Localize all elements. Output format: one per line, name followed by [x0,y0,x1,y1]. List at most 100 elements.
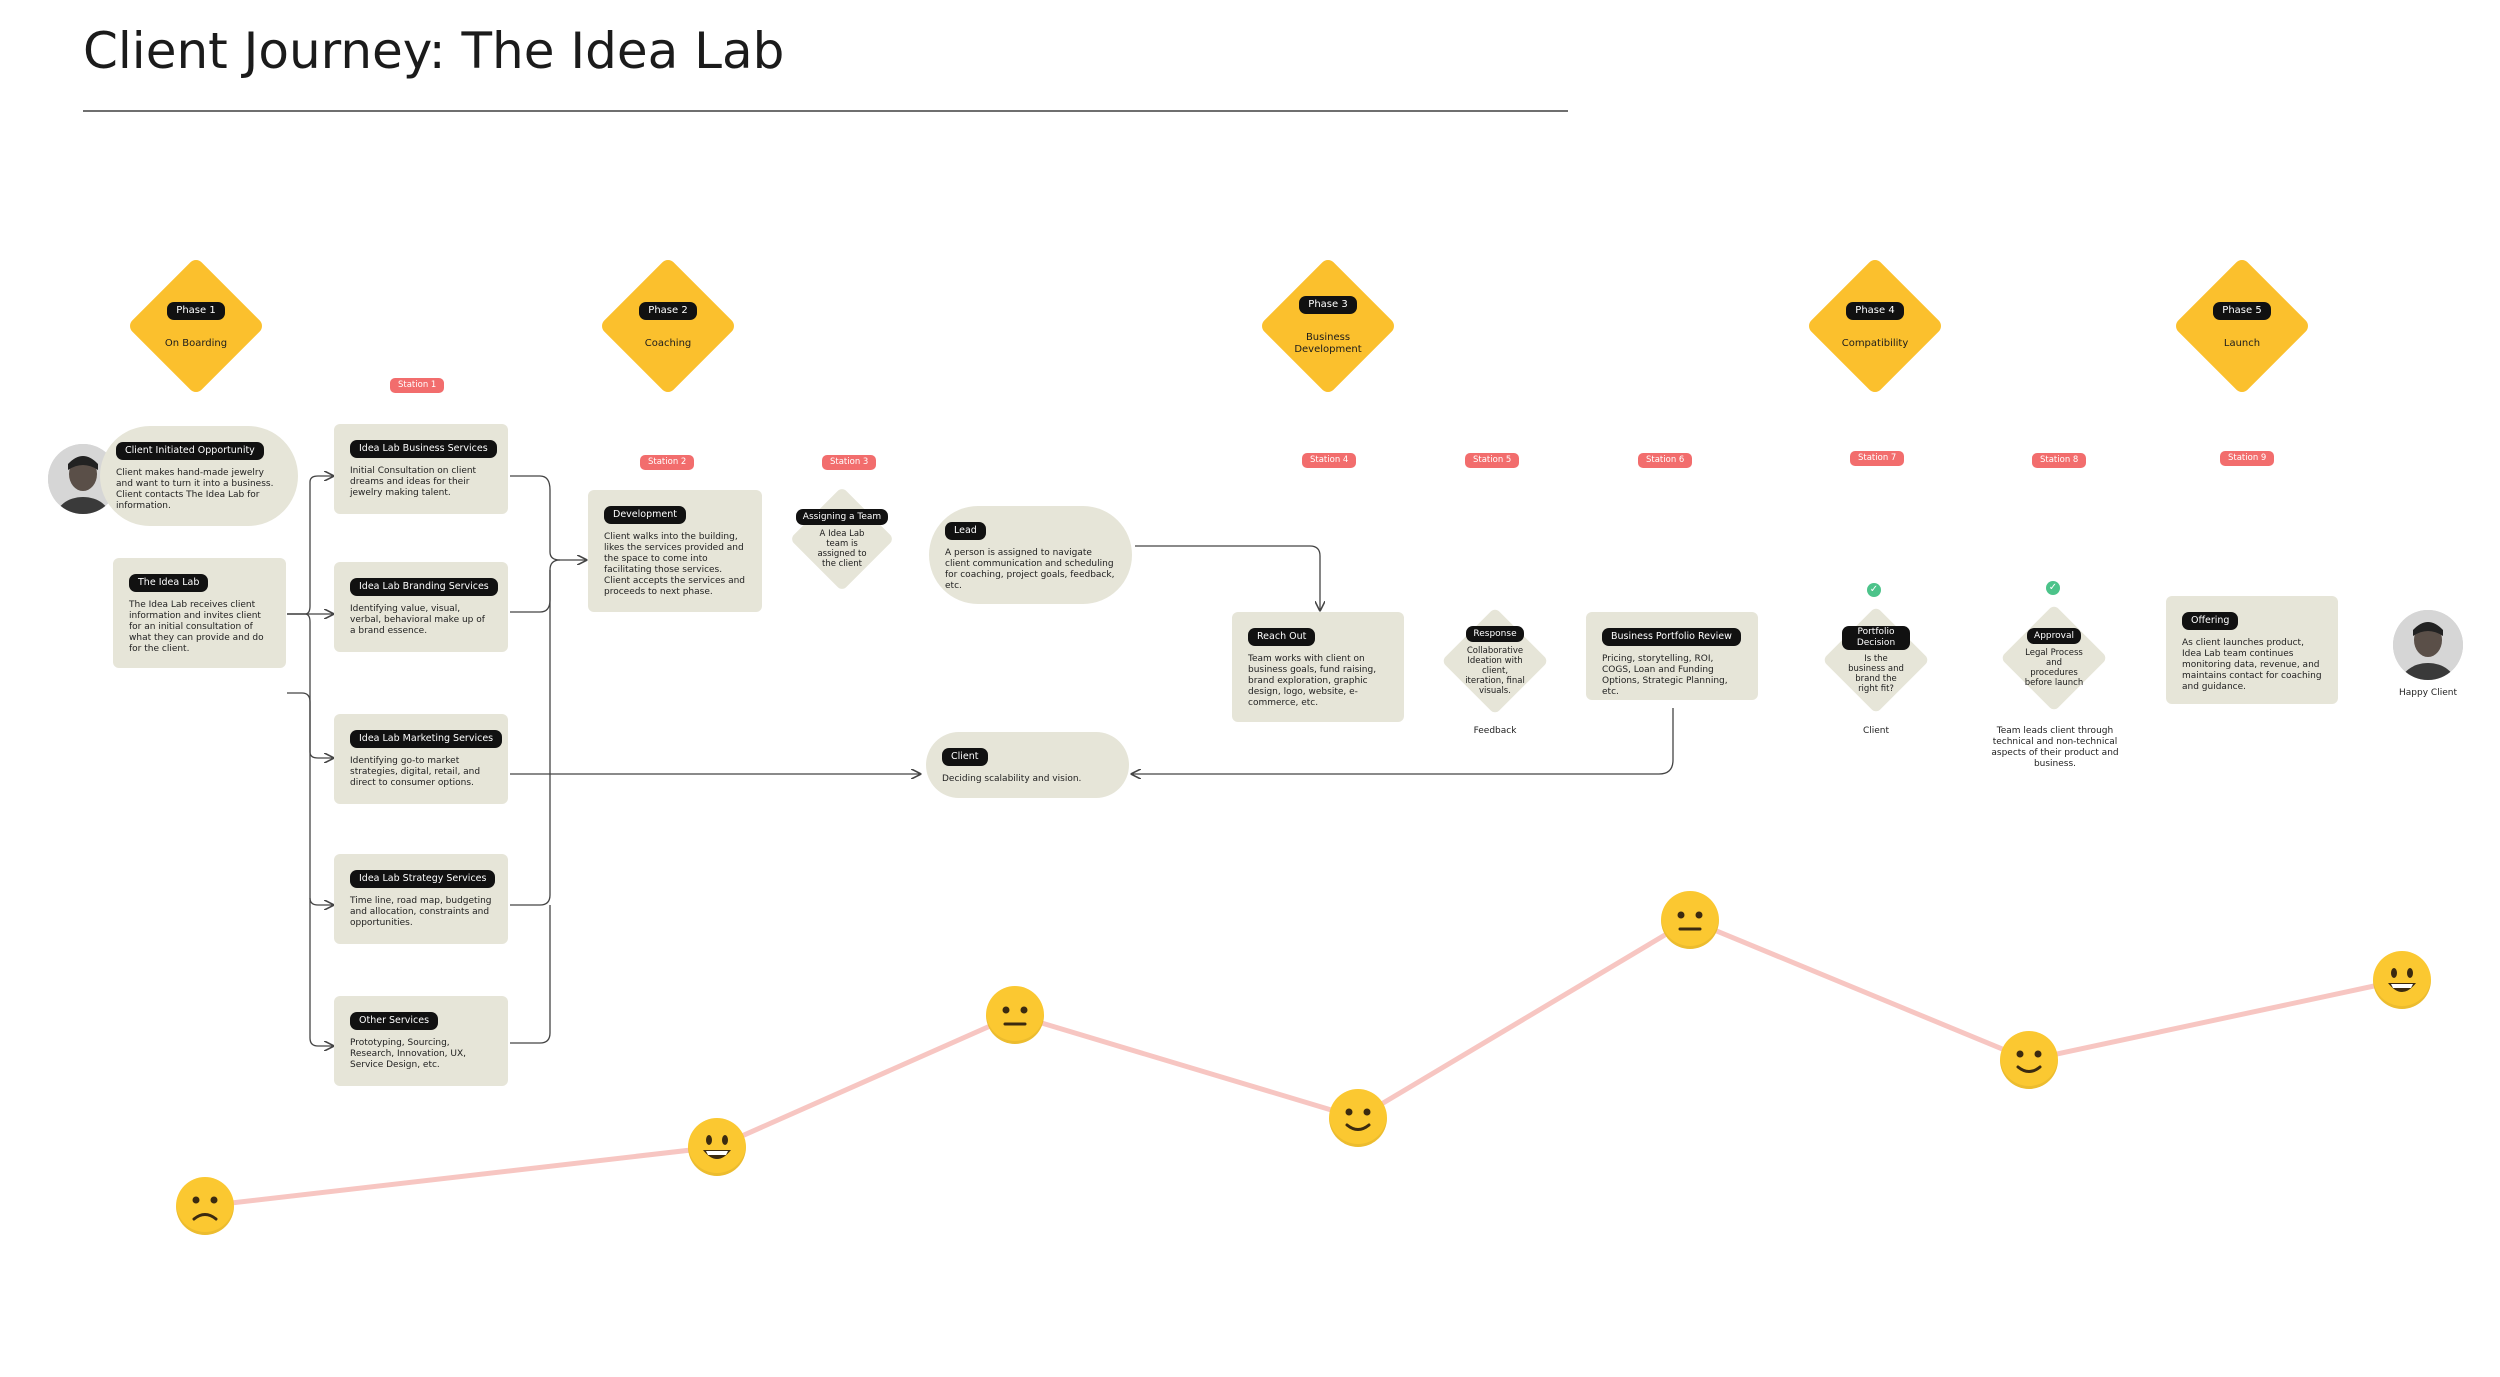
phase-4-diamond: Phase 4 Compatibility [1805,256,1945,396]
card-client-opportunity: Client Initiated Opportunity Client make… [100,426,298,526]
card-strategy-services: Idea Lab Strategy Services Time line, ro… [334,854,508,944]
diamond-body: Is the business and brand the right fit? [1848,654,1904,694]
connector-lead-reachout [1135,545,1320,610]
grinning-face-icon [688,1118,746,1176]
connector-idealab-strategy [287,692,333,905]
grinning-face-icon [2373,951,2431,1009]
card-body: Team works with client on business goals… [1248,654,1377,708]
card-title: Reach Out [1248,628,1316,646]
diamond-approval: Approval Legal Process and procedures be… [1996,600,2112,716]
card-title: Offering [2182,612,2239,630]
diamond-portfolio-decision: Portfolio Decision Is the business and b… [1818,602,1934,718]
card-body: Time line, road map, budgeting and alloc… [350,896,492,928]
card-body: Prototyping, Sourcing, Research, Innovat… [350,1038,466,1070]
diamond-title: Portfolio Decision [1842,626,1910,650]
smiling-face-icon [2000,1031,2058,1089]
card-body: A person is assigned to navigate client … [945,548,1115,591]
phase-3-tag: Phase 3 [1299,296,1357,314]
card-body: Identifying value, visual, verbal, behav… [350,604,485,636]
station-8-badge: Station 8 [2032,453,2087,468]
card-body: Client walks into the building, likes th… [604,532,746,597]
card-marketing-services: Idea Lab Marketing Services Identifying … [334,714,508,804]
emotion-curve [204,917,2403,1209]
connector-idealab-marketing [287,613,333,758]
station-4-badge: Station 4 [1302,453,1357,468]
phase-1-name: On Boarding [164,338,228,349]
card-offering: Offering As client launches product, Ide… [2166,596,2338,704]
card-body: Initial Consultation on client dreams an… [350,466,477,498]
diamond-title: Response [1466,626,1524,642]
card-title: The Idea Lab [129,574,209,592]
card-portfolio-review: Business Portfolio Review Pricing, story… [1586,612,1758,700]
phase-2-name: Coaching [644,338,692,349]
diamond-body: Collaborative Ideation with client, iter… [1465,646,1525,696]
card-business-services: Idea Lab Business Services Initial Consu… [334,424,508,514]
connector-other-dev [510,905,551,1044]
phase-2-tag: Phase 2 [639,302,697,320]
station-1-badge: Station 1 [390,378,445,393]
decision-caption: Client [1862,726,1890,736]
phase-1-tag: Phase 1 [167,302,225,320]
card-reach-out: Reach Out Team works with client on busi… [1232,612,1404,722]
phase-5-name: Launch [2223,338,2261,349]
card-other-services: Other Services Prototyping, Sourcing, Re… [334,996,508,1086]
check-icon: ✓ [1867,583,1881,597]
phase-4-name: Compatibility [1841,338,1909,349]
neutral-face-icon [1661,891,1719,949]
phase-5-tag: Phase 5 [2213,302,2271,320]
connector-business-dev [510,475,586,560]
card-title: Idea Lab Marketing Services [350,730,503,748]
diamond-body: Legal Process and procedures before laun… [2024,648,2084,688]
card-title: Lead [945,522,986,540]
card-title: Idea Lab Branding Services [350,578,498,596]
title-divider [83,110,1568,112]
card-body: The Idea Lab receives client information… [129,600,264,654]
card-title: Idea Lab Business Services [350,440,497,458]
card-title: Other Services [350,1012,439,1030]
phase-4-tag: Phase 4 [1846,302,1904,320]
connector-idealab-business [287,476,333,615]
phase-3-name: Business Development [1294,332,1362,355]
card-title: Client [942,748,988,766]
card-title: Development [604,506,686,524]
connector-portfolio-client [1132,708,1674,774]
happy-client-avatar [2393,610,2463,680]
card-title: Idea Lab Strategy Services [350,870,496,888]
person-icon [2393,610,2463,680]
phase-5-diamond: Phase 5 Launch [2172,256,2312,396]
station-6-badge: Station 6 [1638,453,1693,468]
phase-2-diamond: Phase 2 Coaching [598,256,738,396]
approval-caption: Team leads client through technical and … [1991,726,2119,769]
phase-3-diamond: Phase 3 Business Development [1258,256,1398,396]
diamond-response: Response Collaborative Ideation with cli… [1437,603,1553,719]
card-title: Client Initiated Opportunity [116,442,264,460]
response-caption: Feedback [1473,726,1517,736]
diamond-title: Assigning a Team [795,509,889,525]
station-5-badge: Station 5 [1465,453,1520,468]
card-body: Identifying go-to market strategies, dig… [350,756,481,788]
card-body: As client launches product, Idea Lab tea… [2182,638,2322,692]
card-body: Client makes hand-made jewelry and want … [116,468,274,511]
neutral-face-icon [986,986,1044,1044]
diamond-assigning-team: Assigning a Team A Idea Lab team is assi… [787,484,897,594]
card-development: Development Client walks into the buildi… [588,490,762,612]
station-3-badge: Station 3 [822,455,877,470]
card-idea-lab: The Idea Lab The Idea Lab receives clien… [113,558,286,668]
card-lead: Lead A person is assigned to navigate cl… [929,506,1132,604]
page-title: Client Journey: The Idea Lab [83,22,785,80]
card-title: Business Portfolio Review [1602,628,1741,646]
connector-strategy-dev [510,570,551,906]
card-body: Pricing, storytelling, ROI, COGS, Loan a… [1602,654,1728,697]
station-2-badge: Station 2 [640,455,695,470]
check-icon: ✓ [2046,581,2060,595]
connector-branding-dev [510,559,561,613]
diamond-body: A Idea Lab team is assigned to the clien… [817,529,867,569]
diamond-title: Approval [2027,628,2081,644]
station-9-badge: Station 9 [2220,451,2275,466]
card-client: Client Deciding scalability and vision. [926,732,1129,798]
smiling-face-icon [1329,1089,1387,1147]
card-branding-services: Idea Lab Branding Services Identifying v… [334,562,508,652]
station-7-badge: Station 7 [1850,451,1905,466]
card-body: Deciding scalability and vision. [942,774,1082,784]
happy-client-label: Happy Client [2399,688,2457,698]
